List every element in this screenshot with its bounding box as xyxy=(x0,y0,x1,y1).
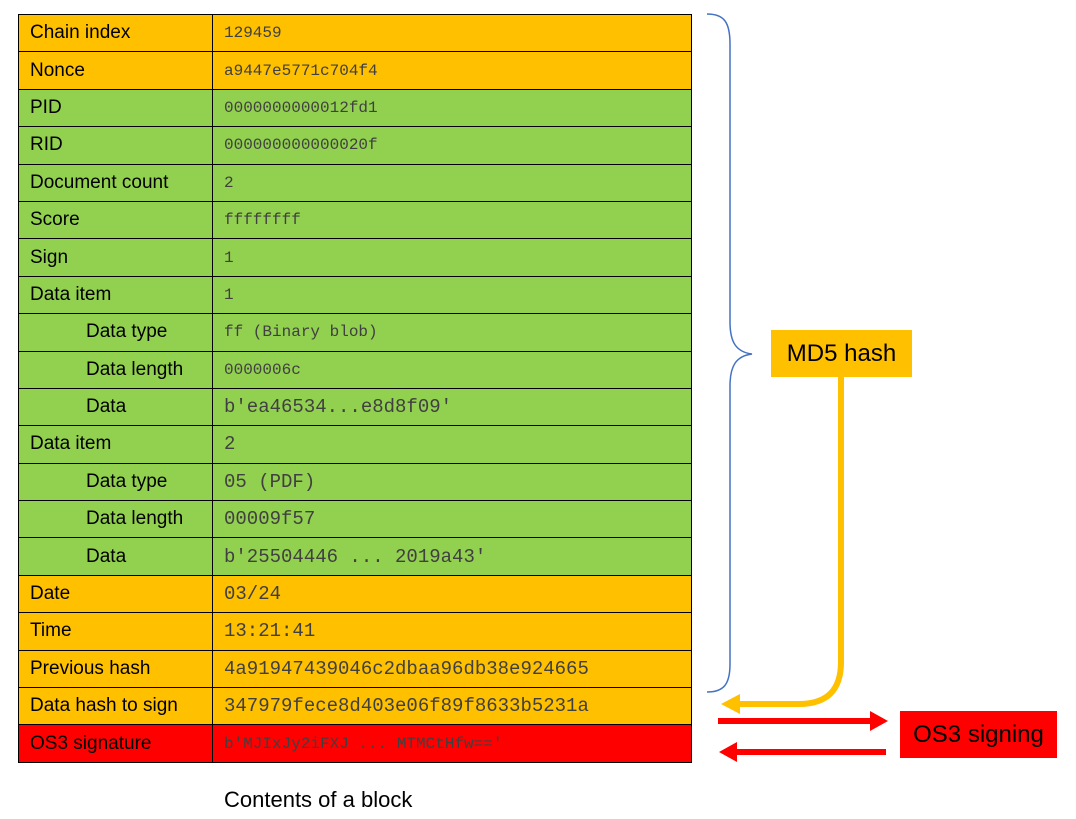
field-label: Data type xyxy=(18,313,213,352)
field-label: Document count xyxy=(18,163,213,202)
field-label: Data length xyxy=(18,350,213,389)
field-label: Data xyxy=(18,537,213,576)
field-value: 129459 xyxy=(212,13,692,53)
os3-signing-box: OS3 signing xyxy=(900,711,1057,758)
field-value: 03/24 xyxy=(212,574,692,614)
field-label: Time xyxy=(18,612,213,651)
field-value: 0000006c xyxy=(212,350,692,389)
field-value: 1 xyxy=(212,275,692,315)
field-value: b'25504446 ... 2019a43' xyxy=(212,537,692,576)
field-label: Chain index xyxy=(18,13,213,53)
field-value: 13:21:41 xyxy=(212,612,692,651)
diagram-caption: Contents of a block xyxy=(224,787,413,812)
field-value: 2 xyxy=(212,163,692,202)
field-value: 00009f57 xyxy=(212,500,692,539)
field-label: Data hash to sign xyxy=(18,687,213,726)
field-label: Nonce xyxy=(18,51,213,90)
md5-hash-box: MD5 hash xyxy=(771,330,912,377)
md5-output-arrow xyxy=(738,377,844,707)
field-label: Data type xyxy=(18,462,213,502)
field-label: Data length xyxy=(18,500,213,539)
field-value: 4a91947439046c2dbaa96db38e924665 xyxy=(212,649,692,689)
from-os3-arrowhead xyxy=(719,742,737,762)
field-label: Data item xyxy=(18,425,213,464)
field-label: Sign xyxy=(18,238,213,277)
field-label: Data item xyxy=(18,275,213,315)
field-value: 347979fece8d403e06f89f8633b5231a xyxy=(212,687,692,726)
field-label: Data xyxy=(18,387,213,427)
field-value: 000000000000020f xyxy=(212,126,692,165)
field-value: ffffffff xyxy=(212,200,692,240)
md5-output-arrowhead xyxy=(721,694,740,714)
md5-scope-brace xyxy=(706,13,753,693)
field-value: a9447e5771c704f4 xyxy=(212,51,692,90)
field-value: ff (Binary blob) xyxy=(212,313,692,352)
field-label: RID xyxy=(18,126,213,165)
field-value: 05 (PDF) xyxy=(212,462,692,502)
field-value: 1 xyxy=(212,238,692,277)
field-label: Previous hash xyxy=(18,649,213,689)
field-value: 0000000000012fd1 xyxy=(212,88,692,128)
field-value: b'MJIxJy2iFXJ ... MTMCtHfw==' xyxy=(212,724,692,763)
field-value: 2 xyxy=(212,425,692,464)
to-os3-arrowhead xyxy=(870,711,888,731)
field-value: b'ea46534...e8d8f09' xyxy=(212,387,692,427)
field-label: PID xyxy=(18,88,213,128)
field-label: Date xyxy=(18,574,213,614)
field-label: OS3 signature xyxy=(18,724,213,763)
field-label: Score xyxy=(18,200,213,240)
